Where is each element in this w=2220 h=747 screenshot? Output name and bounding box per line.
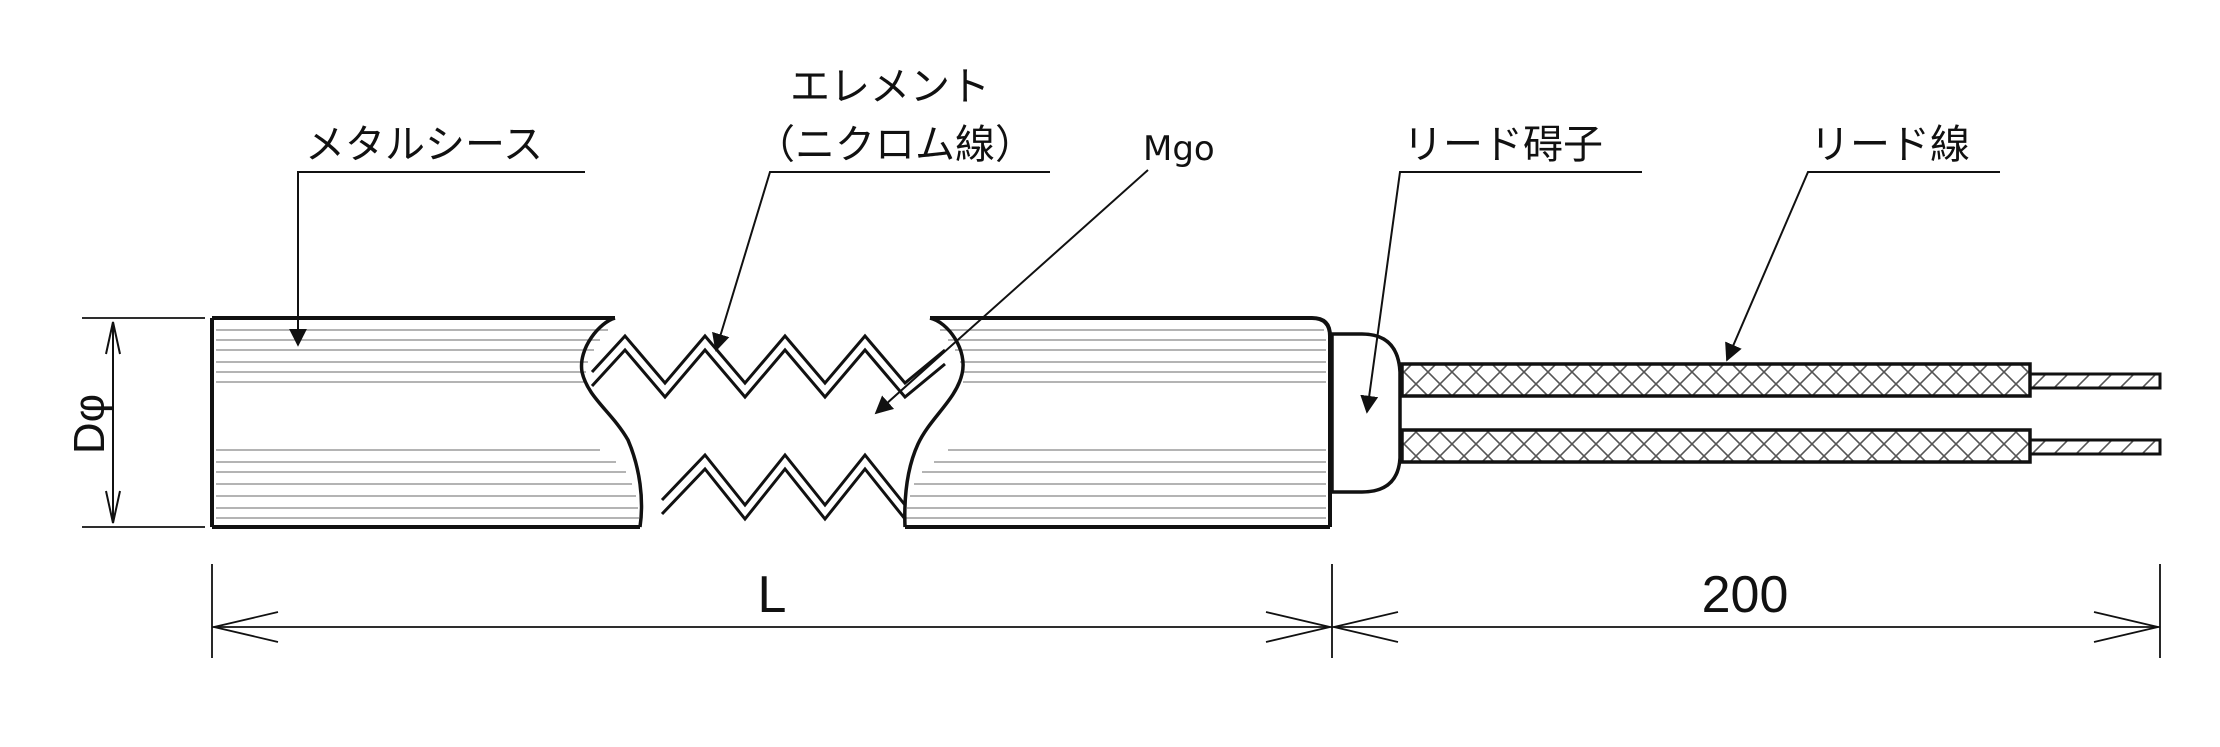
label-element-line1: エレメント <box>790 64 990 110</box>
callout-lead-wire: リード線 <box>1725 122 2000 362</box>
label-lead-wire: リード線 <box>1810 122 1970 168</box>
sheath-right <box>905 316 1332 529</box>
coil-lower <box>660 452 907 522</box>
label-lead-length: 200 <box>1702 566 1789 624</box>
lead-wire-lower <box>1400 428 2162 464</box>
callout-lead-insulator: リード碍子 <box>1360 122 1642 414</box>
label-lead-insulator: リード碍子 <box>1403 122 1603 168</box>
metal-sheath <box>210 316 1332 529</box>
dimension-lead-length <box>1332 564 2161 658</box>
label-mgo: Mgo <box>1143 129 1215 169</box>
label-metal-sheath: メタルシース <box>305 122 543 168</box>
cutaway-edge-left <box>579 316 644 528</box>
lead-insulator <box>1330 332 1402 494</box>
callout-metal-sheath: メタルシース <box>289 122 585 347</box>
callout-mgo: Mgo <box>874 129 1215 415</box>
dimension-length <box>211 564 1333 658</box>
nichrome-element-coil <box>590 333 946 522</box>
dimension-diameter <box>82 317 205 528</box>
label-diameter: Dφ <box>65 394 114 454</box>
label-element-line2: （ニクロム線） <box>755 122 1035 168</box>
callout-element: エレメント （ニクロム線） <box>712 64 1050 352</box>
lead-wire-upper <box>1400 362 2162 398</box>
coil-upper <box>590 333 946 400</box>
sheath-left <box>210 316 640 529</box>
lead-wires <box>1400 362 2162 464</box>
label-length: L <box>758 566 787 624</box>
